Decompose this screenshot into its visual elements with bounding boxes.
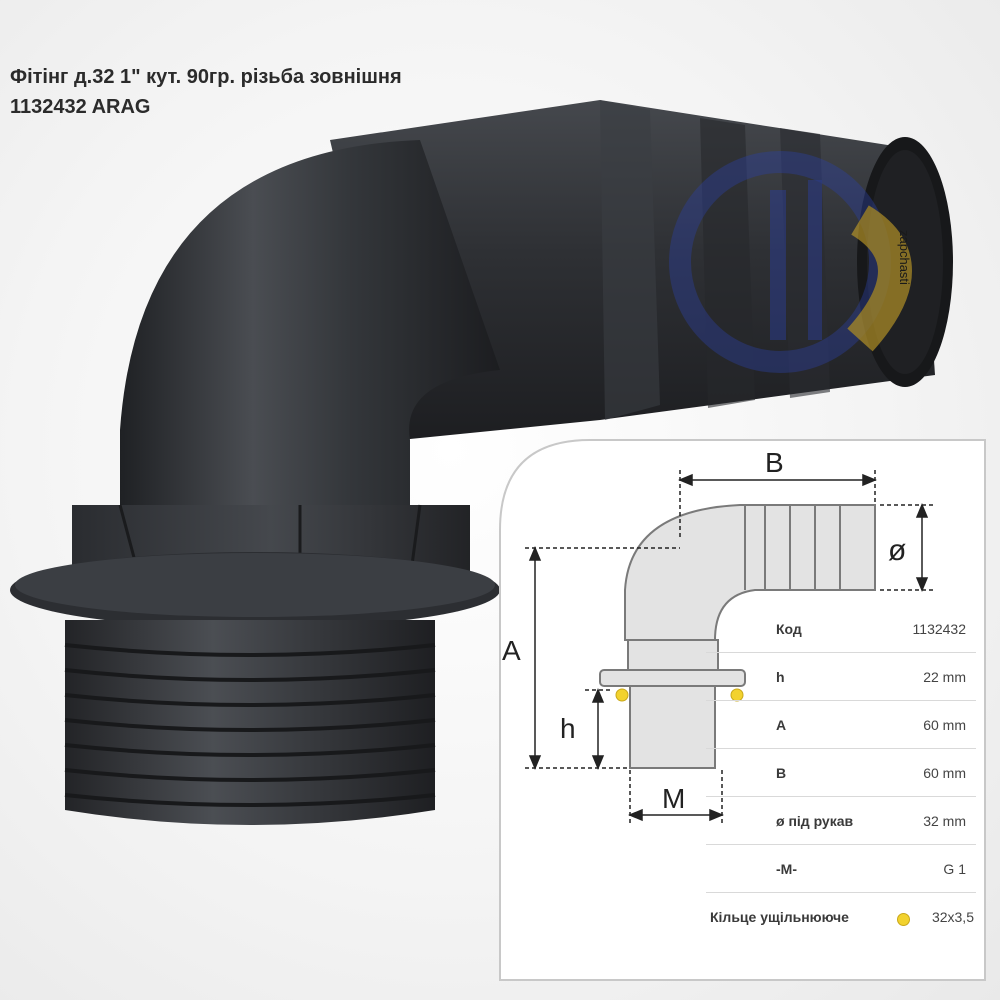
label-a: A xyxy=(502,635,521,666)
label-diameter: ø xyxy=(888,534,906,567)
spec-row-diameter: ø під рукав 32 mm xyxy=(706,797,976,845)
schematic-fitting xyxy=(599,504,876,769)
spec-value: 32 mm xyxy=(923,813,966,829)
dimension-a xyxy=(525,546,680,770)
spec-row-seal: Кільце ущільнююче 32x3,5 xyxy=(706,893,976,940)
spec-label: -M- xyxy=(776,861,797,877)
product-title-line-1: Фітінг д.32 1" кут. 90гр. різьба зовнішн… xyxy=(10,66,402,88)
threaded-section xyxy=(64,620,436,825)
spec-value: 60 mm xyxy=(923,717,966,733)
technical-drawing-panel xyxy=(499,439,986,981)
spec-value: 32x3,5 xyxy=(931,909,974,925)
spec-label: ø під рукав xyxy=(776,813,854,829)
spec-label: B xyxy=(776,765,787,781)
elbow-bend xyxy=(120,140,500,520)
spec-table: Код 1132432 h 22 mm A 60 mm B 60 mm ø пі… xyxy=(706,605,976,940)
seal-ring-marker-left xyxy=(615,688,629,702)
seal-dot-icon xyxy=(897,913,910,926)
watermark-text: zapchasti xyxy=(897,230,912,285)
dimension-m xyxy=(628,770,724,825)
spec-label: h xyxy=(776,669,785,685)
label-h: h xyxy=(560,713,576,744)
spec-row-h: h 22 mm xyxy=(706,653,976,701)
spec-row-code: Код 1132432 xyxy=(706,605,976,653)
watermark-logo xyxy=(669,151,912,373)
spec-value: 1132432 xyxy=(912,621,966,637)
flange xyxy=(10,552,500,628)
spec-label: Код xyxy=(776,621,802,637)
label-m: M xyxy=(662,783,685,814)
spec-value: 22 mm xyxy=(923,669,966,685)
label-b: B xyxy=(765,447,784,478)
spec-label: A xyxy=(776,717,787,733)
spec-label: Кільце ущільнююче xyxy=(710,909,849,925)
spec-row-a: A 60 mm xyxy=(706,701,976,749)
product-title: Фітінг д.32 1" кут. 90гр. різьба зовнішн… xyxy=(10,62,610,122)
spec-value: G 1 xyxy=(943,861,966,877)
spec-row-b: B 60 mm xyxy=(706,749,976,797)
spec-row-m: -M- G 1 xyxy=(706,845,976,893)
seal-ring-marker-right xyxy=(730,688,744,702)
dimension-diameter xyxy=(880,503,935,592)
dimension-h xyxy=(585,688,612,770)
product-title-line-2: 1132432 ARAG xyxy=(10,96,151,118)
spec-value: 60 mm xyxy=(923,765,966,781)
dimension-b xyxy=(678,470,877,540)
